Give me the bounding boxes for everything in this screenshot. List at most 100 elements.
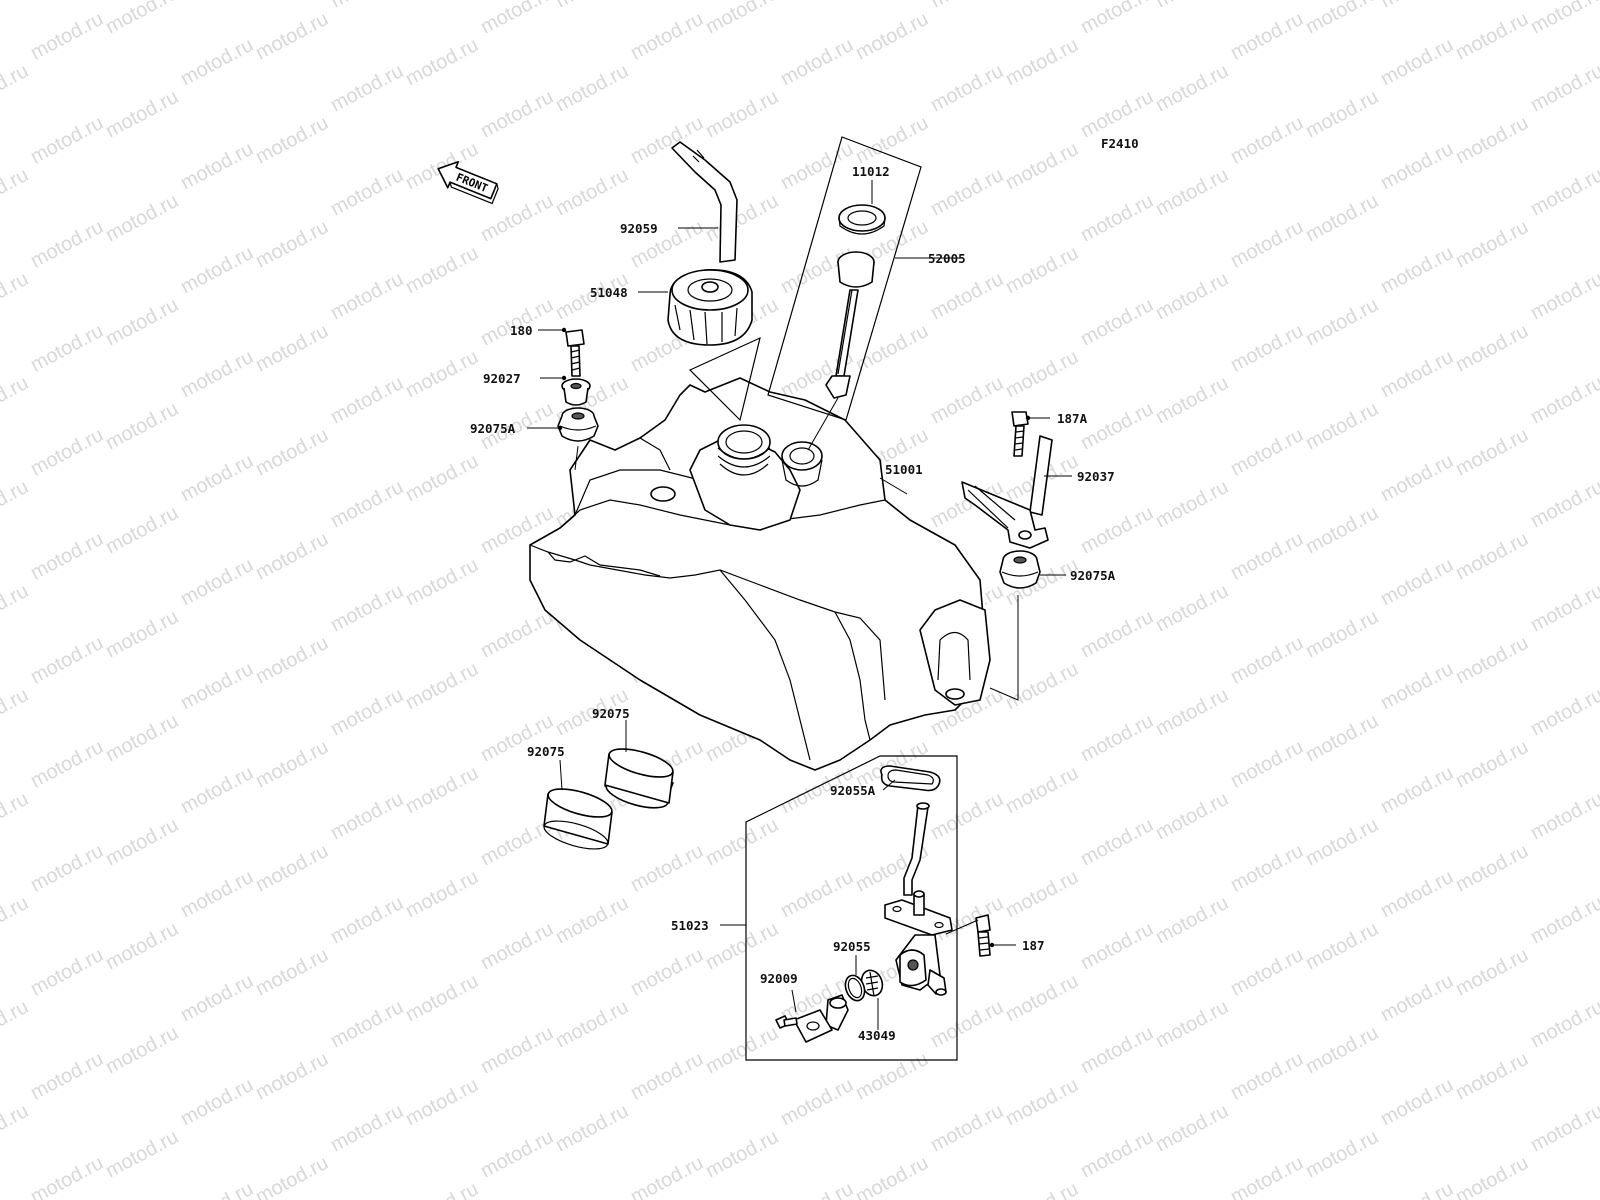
watermark-text: motod.ru	[0, 1100, 32, 1156]
watermark-text: motod.ru	[327, 372, 407, 428]
watermark-text: motod.ru	[327, 788, 407, 844]
part-label-187A: 187A	[1057, 411, 1088, 426]
watermark-text: motod.ru	[177, 1178, 257, 1200]
watermark-text: motod.ru	[252, 1152, 332, 1200]
watermark-text: motod.ru	[252, 112, 332, 168]
watermark-text: motod.ru	[1002, 1178, 1082, 1200]
part-label-92075A-left: 92075A	[470, 421, 516, 436]
watermark-text: motod.ru	[1002, 970, 1082, 1026]
part-labels: 11012 52005 92059 51048 180 92027 92075A…	[470, 164, 1116, 1043]
watermark-text: motod.ru	[1152, 0, 1232, 12]
watermark-text: motod.ru	[402, 866, 482, 922]
part-label-180: 180	[510, 323, 533, 338]
watermark-text: motod.ru	[1152, 996, 1232, 1052]
watermark-text: motod.ru	[102, 710, 182, 766]
watermark-text: motod.ru	[1377, 1074, 1457, 1130]
watermark-text: motod.ru	[1527, 0, 1600, 38]
watermark-text: motod.ru	[177, 970, 257, 1026]
watermark-text: motod.ru	[0, 0, 32, 12]
watermark-text: motod.ru	[1227, 528, 1307, 584]
watermark-text: motod.ru	[627, 840, 707, 896]
watermark-text: motod.ru	[1527, 892, 1600, 948]
watermark-text: motod.ru	[702, 86, 782, 142]
watermark-text: motod.ru	[177, 866, 257, 922]
watermark-text: motod.ru	[1527, 268, 1600, 324]
watermark-text: motod.ru	[702, 0, 782, 38]
watermark-text: motod.ru	[552, 1100, 632, 1156]
watermark-text: motod.ru	[1302, 1126, 1382, 1182]
watermark-text: motod.ru	[1077, 86, 1157, 142]
watermark-text: motod.ru	[1002, 658, 1082, 714]
watermark-text: motod.ru	[1002, 762, 1082, 818]
watermark-text: motod.ru	[777, 34, 857, 90]
part-label-92075-b: 92075	[527, 744, 565, 759]
watermark-text: motod.ru	[102, 502, 182, 558]
watermark-text: motod.ru	[852, 8, 932, 64]
watermark-text: motod.ru	[102, 398, 182, 454]
watermark-text: motod.ru	[927, 1100, 1007, 1156]
watermark-text: motod.ru	[1227, 112, 1307, 168]
watermark-text: motod.ru	[1077, 710, 1157, 766]
watermark-text: motod.ru	[1527, 164, 1600, 220]
watermark-text: motod.ru	[1152, 1100, 1232, 1156]
watermark-text: motod.ru	[1452, 1152, 1532, 1200]
watermark-text: motod.ru	[777, 138, 857, 194]
watermark-text: motod.ru	[1227, 736, 1307, 792]
watermark-text: motod.ru	[1377, 242, 1457, 298]
watermark-text: motod.ru	[477, 918, 557, 974]
watermark-text: motod.ru	[552, 0, 632, 12]
watermark-text: motod.ru	[927, 268, 1007, 324]
watermark-text: motod.ru	[927, 372, 1007, 428]
part-label-92059: 92059	[620, 221, 658, 236]
watermark-text: motod.ru	[702, 1022, 782, 1078]
watermark-text: motod.ru	[1377, 554, 1457, 610]
fuel-tank-51001	[529, 377, 991, 771]
watermark-text: motod.ru	[1527, 580, 1600, 636]
watermark-text: motod.ru	[252, 840, 332, 896]
watermark-text: motod.ru	[252, 320, 332, 376]
watermark-text: motod.ru	[1227, 424, 1307, 480]
cap-guide-lines	[688, 336, 761, 422]
watermark-text: motod.ru	[252, 1048, 332, 1104]
watermark-text: motod.ru	[252, 528, 332, 584]
watermark-text: motod.ru	[402, 762, 482, 818]
watermark-text: motod.ru	[27, 632, 107, 688]
part-label-11012: 11012	[852, 164, 890, 179]
bolt-180	[565, 329, 585, 377]
watermark-text: motod.ru	[1002, 138, 1082, 194]
watermark-text: motod.ru	[1077, 190, 1157, 246]
watermark-text: motod.ru	[1452, 216, 1532, 272]
watermark-text: motod.ru	[1152, 684, 1232, 740]
watermark-text: motod.ru	[102, 190, 182, 246]
watermark-text: motod.ru	[402, 1074, 482, 1130]
watermark-text: motod.ru	[1377, 0, 1457, 12]
watermark-text: motod.ru	[27, 944, 107, 1000]
watermark-text: motod.ru	[27, 112, 107, 168]
watermark-text: motod.ru	[1227, 1152, 1307, 1200]
watermark-text: motod.ru	[1302, 814, 1382, 870]
watermark-text: motod.ru	[1227, 216, 1307, 272]
fuel-cap-51048	[667, 269, 753, 346]
watermark-text: motod.ru	[1527, 372, 1600, 428]
watermark-text: motod.ru	[27, 736, 107, 792]
watermark-text: motod.ru	[1002, 34, 1082, 90]
watermark-text: motod.ru	[252, 632, 332, 688]
watermark-text: motod.ru	[1227, 8, 1307, 64]
watermark-text: motod.ru	[777, 866, 857, 922]
bolt-187	[975, 914, 991, 957]
part-label-52005: 52005	[928, 251, 966, 266]
watermark-text: motod.ru	[702, 190, 782, 246]
part-label-92055A: 92055A	[830, 783, 876, 798]
watermark-text: motod.ru	[627, 944, 707, 1000]
fuel-gauge-52005	[767, 136, 922, 421]
leader-lines	[527, 180, 1072, 1030]
part-label-92009: 92009	[760, 971, 798, 986]
watermark-text: motod.ru	[1377, 34, 1457, 90]
watermark-text: motod.ru	[402, 970, 482, 1026]
watermark-text: motod.ru	[1152, 372, 1232, 428]
watermark-text: motod.ru	[1452, 944, 1532, 1000]
watermark-text: motod.ru	[927, 0, 1007, 12]
watermark-text: motod.ru	[1302, 0, 1382, 38]
watermark-text: motod.ru	[1377, 866, 1457, 922]
